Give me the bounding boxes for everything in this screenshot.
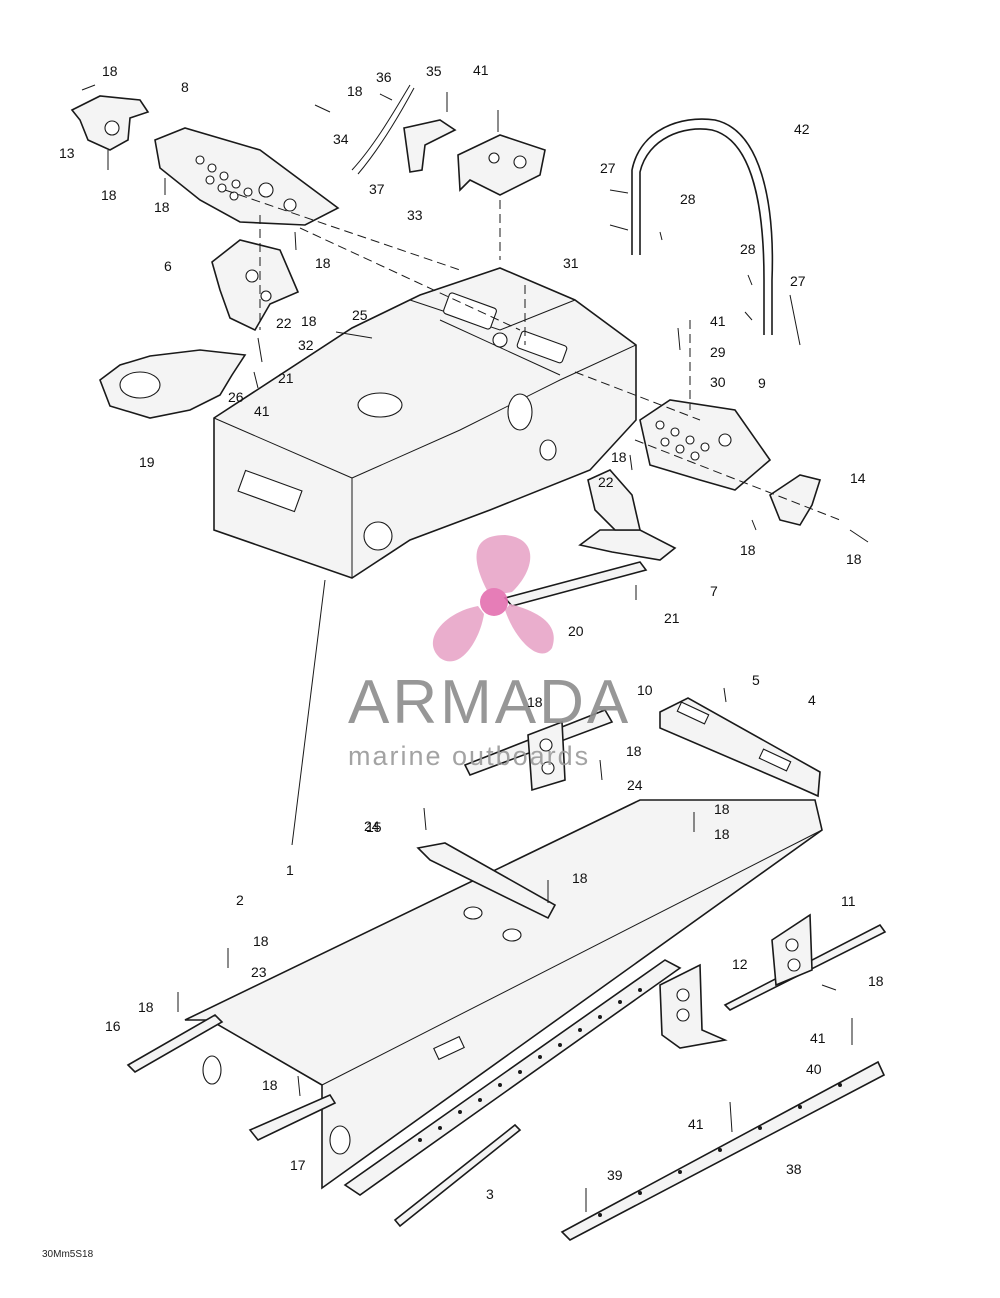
callout-3: 3 bbox=[486, 1186, 494, 1202]
callout-19: 19 bbox=[139, 454, 155, 470]
callout-18: 18 bbox=[138, 999, 154, 1015]
callout-5: 5 bbox=[752, 672, 760, 688]
callout-41: 41 bbox=[710, 313, 726, 329]
callout-39: 39 bbox=[607, 1167, 623, 1183]
callout-6: 6 bbox=[164, 258, 172, 274]
callout-4: 4 bbox=[808, 692, 816, 708]
callout-22: 22 bbox=[276, 315, 292, 331]
callout-18: 18 bbox=[527, 694, 543, 710]
callout-8: 8 bbox=[181, 79, 189, 95]
callout-14: 14 bbox=[850, 470, 866, 486]
callout-18: 18 bbox=[740, 542, 756, 558]
part-15-rail bbox=[416, 842, 557, 920]
callout-27: 27 bbox=[790, 273, 806, 289]
callout-10: 10 bbox=[637, 682, 653, 698]
callout-18: 18 bbox=[714, 826, 730, 842]
callout-7: 7 bbox=[710, 583, 718, 599]
part-33-bracket bbox=[457, 134, 546, 196]
part-7-bracket bbox=[578, 529, 677, 561]
callout-18: 18 bbox=[868, 973, 884, 989]
part-12-bracket bbox=[659, 963, 728, 1049]
lower-assembly bbox=[126, 579, 887, 1241]
watermark-tagline: marine outboards bbox=[348, 741, 590, 771]
callout-18: 18 bbox=[846, 551, 862, 567]
part-19-plate bbox=[99, 349, 247, 419]
callout-18: 18 bbox=[714, 801, 730, 817]
callout-18: 18 bbox=[301, 313, 317, 329]
callout-28: 28 bbox=[680, 191, 696, 207]
callout-18: 18 bbox=[262, 1077, 278, 1093]
drawing-code: 30Mm5S18 bbox=[42, 1249, 94, 1260]
callout-18: 18 bbox=[154, 199, 170, 215]
part-14-bracket bbox=[769, 474, 822, 526]
callout-18: 18 bbox=[572, 870, 588, 886]
part-17-rail bbox=[248, 1093, 337, 1141]
callout-9: 9 bbox=[758, 375, 766, 391]
callout-1: 1 bbox=[286, 862, 294, 878]
part-3-bar bbox=[393, 1123, 522, 1228]
callout-24: 24 bbox=[627, 777, 643, 793]
callout-38: 38 bbox=[786, 1161, 802, 1177]
callout-40: 40 bbox=[806, 1061, 822, 1077]
callout-18: 18 bbox=[315, 255, 331, 271]
callout-18: 18 bbox=[101, 187, 117, 203]
callout-18: 18 bbox=[253, 933, 269, 949]
upper-assembly bbox=[70, 84, 841, 607]
callout-26: 26 bbox=[228, 389, 244, 405]
callout-11: 11 bbox=[841, 893, 856, 909]
callout-12: 12 bbox=[732, 956, 748, 972]
part-37-bracket bbox=[403, 119, 457, 173]
part-16-rail bbox=[126, 1014, 224, 1073]
propeller-logo-icon bbox=[432, 535, 554, 662]
callout-18: 18 bbox=[611, 449, 627, 465]
callout-13: 13 bbox=[59, 145, 75, 161]
callout-22: 22 bbox=[598, 474, 614, 490]
callout-25: 25 bbox=[352, 307, 368, 323]
callout-42: 42 bbox=[794, 121, 810, 137]
callout-31: 31 bbox=[563, 255, 579, 271]
callout-32: 32 bbox=[298, 337, 314, 353]
callout-18: 18 bbox=[347, 83, 363, 99]
callout-27: 27 bbox=[600, 160, 616, 176]
callout-21: 21 bbox=[664, 610, 680, 626]
callout-18: 18 bbox=[102, 63, 118, 79]
callout-41: 41 bbox=[254, 403, 270, 419]
callout-18: 18 bbox=[626, 743, 642, 759]
callout-36: 36 bbox=[376, 69, 392, 85]
callout-20: 20 bbox=[568, 623, 584, 639]
watermark: ARMADA marine outboards bbox=[348, 535, 631, 771]
callout-2: 2 bbox=[236, 892, 244, 908]
callout-23: 23 bbox=[251, 964, 267, 980]
callout-15: 15 bbox=[366, 819, 382, 835]
part-6-bracket bbox=[211, 239, 300, 332]
callout-33: 33 bbox=[407, 207, 423, 223]
part-20-bar bbox=[503, 561, 648, 607]
watermark-brand: ARMADA bbox=[348, 668, 631, 737]
part-34-strap bbox=[351, 84, 415, 175]
callout-41: 41 bbox=[688, 1116, 704, 1132]
part-4-bracket bbox=[659, 697, 821, 798]
callout-24: 24 bbox=[364, 818, 380, 834]
callout-17: 17 bbox=[290, 1157, 306, 1173]
callout-35: 35 bbox=[426, 63, 442, 79]
part-8-plate bbox=[154, 127, 340, 226]
part-38-runner bbox=[560, 1060, 886, 1241]
part-42-hoop bbox=[631, 118, 774, 335]
callout-21: 21 bbox=[278, 370, 294, 386]
callout-37: 37 bbox=[369, 181, 385, 197]
callout-16: 16 bbox=[105, 1018, 121, 1034]
callout-28: 28 bbox=[740, 241, 756, 257]
callout-41: 41 bbox=[810, 1030, 826, 1046]
callout-29: 29 bbox=[710, 344, 726, 360]
callout-30: 30 bbox=[710, 374, 726, 390]
fasteners bbox=[81, 84, 869, 1212]
part-running-board-left bbox=[343, 959, 682, 1196]
callout-41: 41 bbox=[473, 62, 489, 78]
callout-34: 34 bbox=[333, 131, 349, 147]
